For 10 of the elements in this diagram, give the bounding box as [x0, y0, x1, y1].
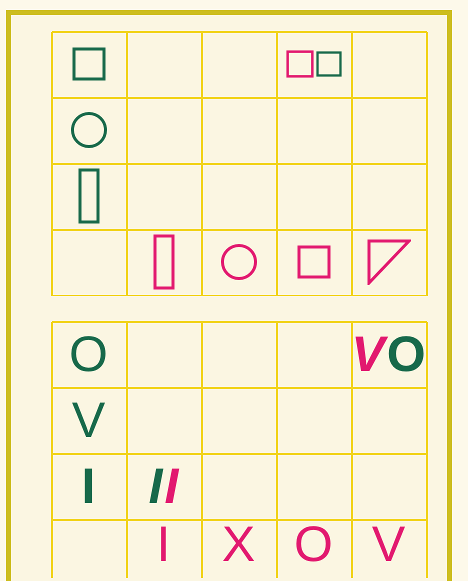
letter: V — [72, 395, 106, 445]
letter: I — [82, 461, 96, 511]
letter: O — [386, 329, 426, 379]
letter: I — [156, 519, 170, 569]
letter: O — [69, 329, 108, 379]
letter: I — [164, 461, 178, 511]
letter: I — [148, 461, 162, 511]
letter: V — [372, 519, 406, 569]
letter: O — [294, 519, 333, 569]
letter: X — [222, 519, 256, 569]
